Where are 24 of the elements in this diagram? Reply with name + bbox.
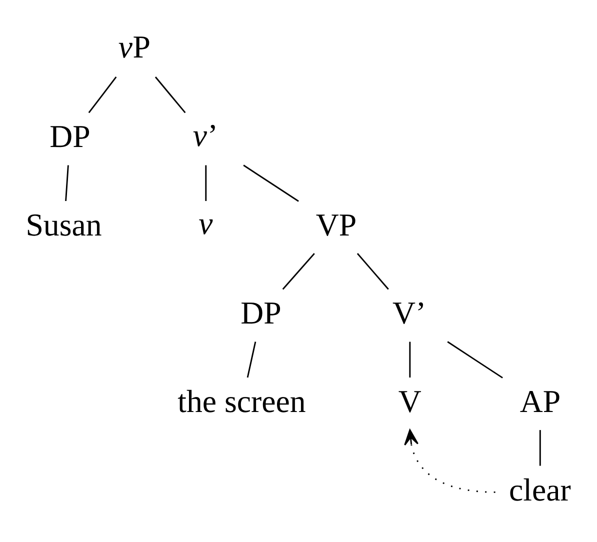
node-text: v [198, 206, 213, 241]
node-text: V’ [392, 295, 426, 330]
node-text: the screen [178, 384, 306, 419]
arrow [404, 428, 496, 492]
connector [65, 164, 69, 201]
connector [409, 341, 411, 378]
node-text: DP [240, 295, 282, 330]
node-text: V [398, 384, 422, 419]
node-text: clear [509, 472, 571, 507]
node-text: DP [50, 118, 90, 154]
node-text: AP [520, 384, 561, 419]
connector [205, 164, 207, 200]
connector [447, 340, 503, 378]
connector [88, 76, 117, 113]
node-text: VP [316, 206, 357, 242]
node-text: vP [118, 28, 151, 64]
node-text: Susan [26, 206, 102, 242]
connector [246, 341, 256, 378]
connector [539, 430, 541, 466]
connector [282, 252, 315, 290]
connector [356, 252, 389, 290]
connector [154, 76, 186, 113]
connector [243, 164, 299, 202]
node-text: v’ [192, 117, 218, 152]
